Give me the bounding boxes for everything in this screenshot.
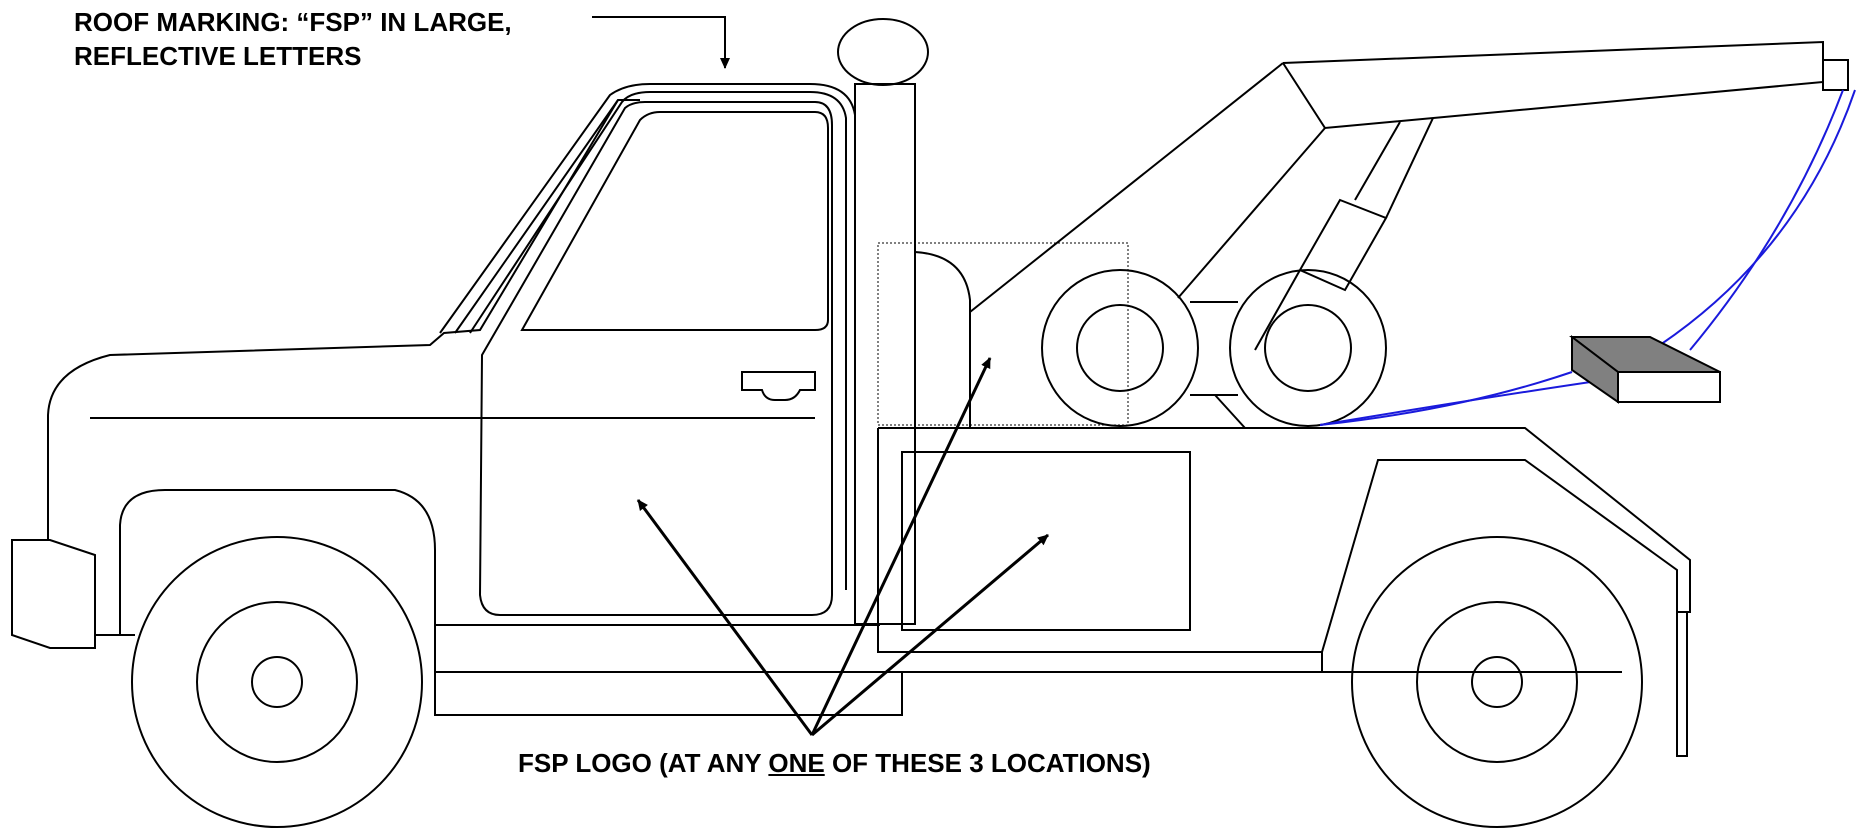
windshield-pillar xyxy=(454,99,619,334)
running-board xyxy=(434,625,903,716)
tire-axle xyxy=(1190,301,1238,396)
hydraulic-cylinder xyxy=(1298,198,1388,292)
spare-tire-inner-1 xyxy=(1076,304,1164,392)
rear-rim xyxy=(1416,601,1578,763)
spare-tire-outer-1 xyxy=(1041,269,1199,427)
boom-brace xyxy=(969,62,1284,313)
logo-arrow-door xyxy=(636,499,814,736)
side-compartment xyxy=(901,451,1191,631)
exhaust-stack xyxy=(854,83,916,625)
front-hub xyxy=(251,656,303,708)
door-outline xyxy=(478,101,833,616)
deck-fender xyxy=(914,251,971,428)
deck-mount xyxy=(969,312,1246,429)
roof-marking-annotation: ROOF MARKING: “FSP” IN LARGE, REFLECTIVE… xyxy=(74,5,512,73)
roof-marking-line1: ROOF MARKING: “FSP” IN LARGE, xyxy=(74,7,512,37)
door-handle xyxy=(741,371,816,401)
hood-body xyxy=(47,99,640,540)
logo-location-annotation: FSP LOGO (AT ANY ONE OF THESE 3 LOCATION… xyxy=(518,746,1151,780)
hydraulic-cylinder-rod xyxy=(1354,117,1434,219)
front-bumper xyxy=(11,539,96,649)
rear-hub xyxy=(1471,656,1523,708)
rear-tire xyxy=(1351,536,1643,828)
logo-arrow-deck xyxy=(810,357,992,736)
cab-roof-inner xyxy=(469,91,847,590)
spare-tire-inner-2 xyxy=(1264,304,1352,392)
front-tire xyxy=(131,536,423,828)
bed-side xyxy=(878,427,1691,613)
boom-tip-block xyxy=(1822,59,1849,91)
tow-block-front xyxy=(1617,371,1721,403)
logo-location-dotted-box xyxy=(877,242,1129,426)
beacon-light xyxy=(837,18,929,86)
boom-strut xyxy=(1177,127,1326,299)
rear-fender xyxy=(1321,459,1678,653)
tow-cable-1 xyxy=(1659,89,1856,346)
roof-marking-line2: REFLECTIVE LETTERS xyxy=(74,41,362,71)
tow-cable-4 xyxy=(1319,377,1619,426)
spare-tire-outer-2 xyxy=(1229,269,1387,427)
tow-cable-3 xyxy=(1319,371,1573,426)
boom-arm xyxy=(1282,40,1824,130)
rear-bumper xyxy=(1676,612,1688,757)
roof-marking-leader xyxy=(592,16,730,69)
front-fender xyxy=(119,489,436,635)
bed-side-lower xyxy=(877,428,1323,672)
logo-label-suffix: OF THESE 3 LOCATIONS) xyxy=(824,748,1151,778)
front-rim xyxy=(196,601,358,763)
logo-label-prefix: FSP LOGO (AT ANY xyxy=(518,748,769,778)
logo-arrow-compartment xyxy=(811,533,1049,737)
logo-label-emphasis: ONE xyxy=(768,748,825,778)
tow-cable-2 xyxy=(1689,89,1844,351)
cylinder-base xyxy=(1254,269,1301,351)
door-window xyxy=(520,111,829,331)
cab-roof-outer xyxy=(439,83,856,590)
